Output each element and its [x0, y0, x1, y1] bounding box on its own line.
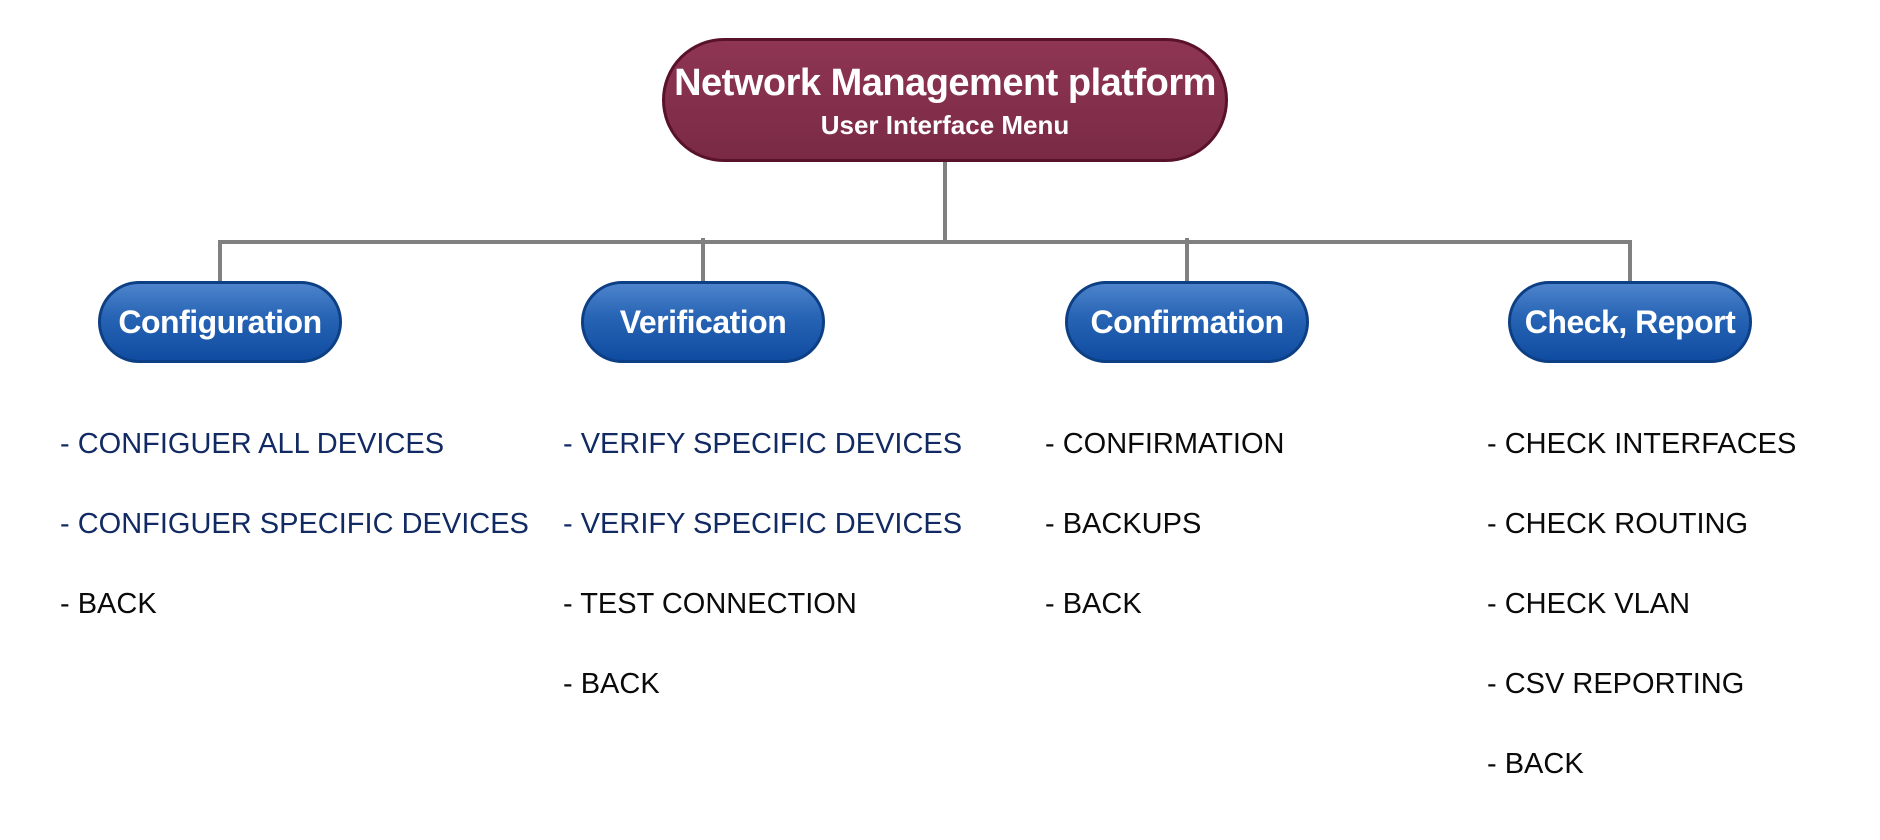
- menu-item-back[interactable]: - BACK: [1045, 588, 1142, 620]
- menu-column-configuration: - CONFIGUER ALL DEVICES - CONFIGUER SPEC…: [60, 418, 529, 658]
- branch-node-check-report[interactable]: Check, Report: [1508, 281, 1752, 363]
- root-node[interactable]: Network Management platform User Interfa…: [662, 38, 1228, 162]
- menu-item[interactable]: - BACKUPS: [1045, 508, 1202, 540]
- menu-item-back[interactable]: - BACK: [60, 588, 157, 620]
- menu-item-back[interactable]: - BACK: [563, 668, 660, 700]
- menu-item[interactable]: - CONFIRMATION: [1045, 428, 1285, 460]
- menu-column-verification: - VERIFY SPECIFIC DEVICES - VERIFY SPECI…: [563, 418, 962, 738]
- root-subtitle: User Interface Menu: [820, 110, 1070, 140]
- menu-item[interactable]: - VERIFY SPECIFIC DEVICES: [563, 508, 963, 540]
- menu-item[interactable]: - TEST CONNECTION: [563, 588, 857, 620]
- branch-node-configuration[interactable]: Configuration: [98, 281, 342, 363]
- menu-item-back[interactable]: - BACK: [1487, 748, 1584, 780]
- menu-column-check-report: - CHECK INTERFACES - CHECK ROUTING - CHE…: [1487, 418, 1796, 818]
- branch-node-verification[interactable]: Verification: [581, 281, 825, 363]
- menu-item[interactable]: - CHECK VLAN: [1487, 588, 1691, 620]
- menu-item[interactable]: - CSV REPORTING: [1487, 668, 1745, 700]
- menu-item[interactable]: - CONFIGUER ALL DEVICES: [60, 428, 445, 460]
- menu-item[interactable]: - VERIFY SPECIFIC DEVICES: [563, 428, 963, 460]
- menu-item[interactable]: - CONFIGUER SPECIFIC DEVICES: [60, 508, 529, 540]
- menu-column-confirmation: - CONFIRMATION - BACKUPS - BACK: [1045, 418, 1285, 658]
- root-title: Network Management platform: [674, 62, 1216, 104]
- menu-item[interactable]: - CHECK INTERFACES: [1487, 428, 1797, 460]
- branch-node-confirmation[interactable]: Confirmation: [1065, 281, 1309, 363]
- menu-item[interactable]: - CHECK ROUTING: [1487, 508, 1748, 540]
